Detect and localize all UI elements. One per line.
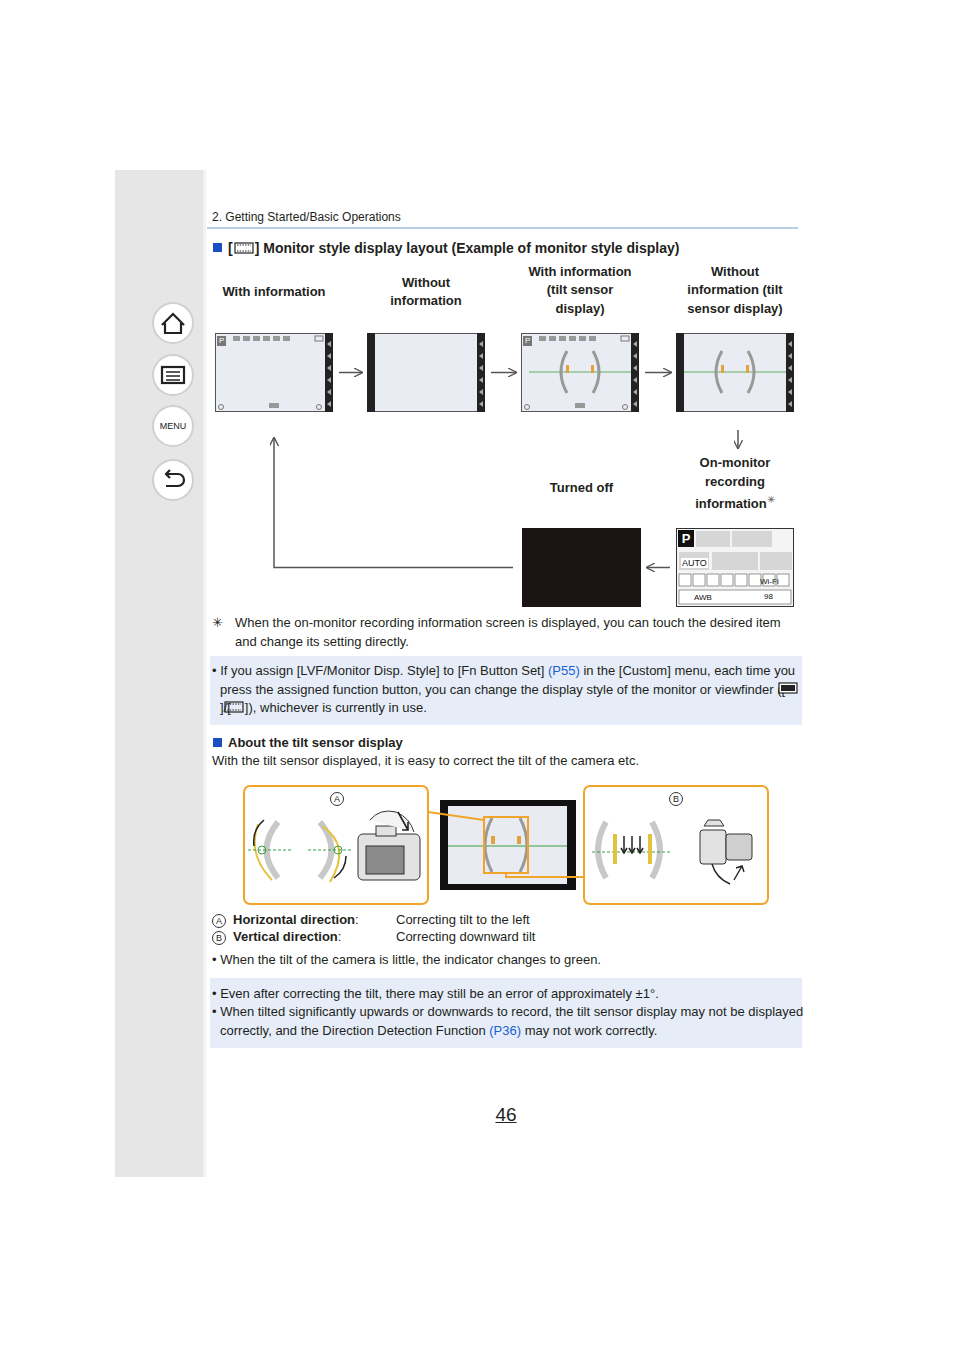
- caption-text: On-monitor recording information: [695, 455, 770, 511]
- page-link: (P55): [548, 663, 580, 678]
- screen-image: [522, 528, 641, 607]
- legend-text: Correcting tilt to the left: [396, 911, 696, 930]
- mode-icon: P: [678, 530, 694, 547]
- heading-square: [213, 243, 222, 252]
- note-text: • If you assign [LVF/Monitor Disp. Style…: [212, 663, 548, 678]
- caption-block: Without information (tilt sensor display…: [676, 263, 794, 319]
- header-rule: [207, 227, 798, 229]
- note-text: • Even after correcting the tilt, there …: [212, 985, 798, 1004]
- caption-text: With information: [222, 284, 325, 299]
- caption-block: Turned off: [550, 479, 613, 498]
- callout-letter: B: [669, 792, 683, 806]
- screen-node: With information (tilt sensor display): [521, 259, 639, 413]
- heading-text: [: [228, 240, 233, 256]
- text-run: [ ] Monitor style display layout (Example…: [228, 239, 798, 259]
- flow-arrow: [737, 430, 739, 448]
- screen-caption: With information: [215, 262, 333, 322]
- legend-colon: :: [355, 912, 359, 927]
- setting-text: AUTO: [681, 558, 708, 568]
- caption-block: Without information: [367, 274, 485, 311]
- caption-block: With information (tilt sensor display): [521, 263, 639, 319]
- page-link: (P36): [489, 1023, 521, 1038]
- setting-text: Wi-Fi: [760, 577, 779, 587]
- flow-arrow: [274, 438, 513, 568]
- text-run: About the tilt sensor display: [228, 734, 728, 753]
- shots-remaining: 98: [764, 592, 773, 602]
- flow-arrow: [339, 372, 362, 374]
- legend-colon: :: [338, 929, 342, 944]
- footnote-text: When the on-monitor recording informatio…: [235, 614, 795, 651]
- screen-caption: Turned off: [522, 458, 641, 518]
- flow-arrow: [491, 372, 516, 374]
- callout-letter: A: [212, 914, 226, 928]
- mode-icon: P: [217, 336, 226, 346]
- mode-icon: P: [523, 336, 532, 346]
- screen-caption: With information (tilt sensor display): [521, 259, 639, 323]
- display-style-icon: [232, 700, 244, 719]
- legend-text: Correcting downward tilt: [396, 928, 696, 947]
- screen-image: [521, 333, 639, 412]
- footnote-mark: ✳: [767, 494, 775, 505]
- legend-term: Horizontal direction: [233, 912, 355, 927]
- screen-caption: Without information (tilt sensor display…: [676, 259, 794, 323]
- sidebar-edge: [203, 170, 206, 1177]
- body-text: • When the tilt of the camera is little,…: [212, 951, 798, 970]
- caption-text: Without information: [390, 275, 462, 309]
- text-run: Vertical direction:: [233, 928, 393, 947]
- page-number: 46: [476, 1104, 536, 1126]
- callout-letter: A: [330, 792, 344, 806]
- screen-node: Turned off: [522, 458, 641, 607]
- note-text: may not work correctly.: [521, 1023, 657, 1038]
- caption-text: With information (tilt sensor display): [528, 264, 631, 316]
- footnote-mark: ✳: [212, 614, 223, 633]
- display-style-icon: [234, 240, 254, 259]
- flow-arrow: [647, 567, 670, 569]
- screen-image: [676, 333, 794, 412]
- screen-image: [367, 333, 485, 412]
- caption-text: Turned off: [550, 480, 613, 495]
- text-run: Horizontal direction:: [233, 911, 393, 930]
- callout-letter: B: [212, 931, 226, 945]
- screen-image: [215, 333, 333, 412]
- screen-node: Without information: [367, 262, 485, 412]
- text-run: • If you assign [LVF/Monitor Disp. Style…: [212, 662, 806, 718]
- menu-icon-text: MENU: [153, 421, 193, 431]
- caption-block: With information: [222, 283, 325, 302]
- caption-text: Without information (tilt sensor display…: [687, 264, 782, 316]
- caption-block: On-monitor recording information✳: [676, 454, 794, 514]
- text-run: • When tilted significantly upwards or d…: [212, 1003, 806, 1040]
- screen-caption: Without information: [367, 262, 485, 322]
- flow-arrow: [645, 372, 671, 374]
- screen-caption: On-monitor recording information✳: [676, 450, 794, 518]
- body-text: With the tilt sensor displayed, it is ea…: [212, 752, 798, 771]
- heading-text: ] Monitor style display layout (Example …: [255, 240, 680, 256]
- legend-term: Vertical direction: [233, 929, 338, 944]
- heading-square: [213, 738, 222, 747]
- subheading: About the tilt sensor display: [228, 735, 403, 750]
- running-header: 2. Getting Started/Basic Operations: [212, 208, 612, 227]
- display-style-icon: [786, 681, 798, 700]
- note-text: ]), whichever is currently in use.: [245, 700, 427, 715]
- setting-text: AWB: [694, 593, 712, 603]
- screen-node: With information: [215, 262, 333, 412]
- screen-node: Without information (tilt sensor display…: [676, 259, 794, 413]
